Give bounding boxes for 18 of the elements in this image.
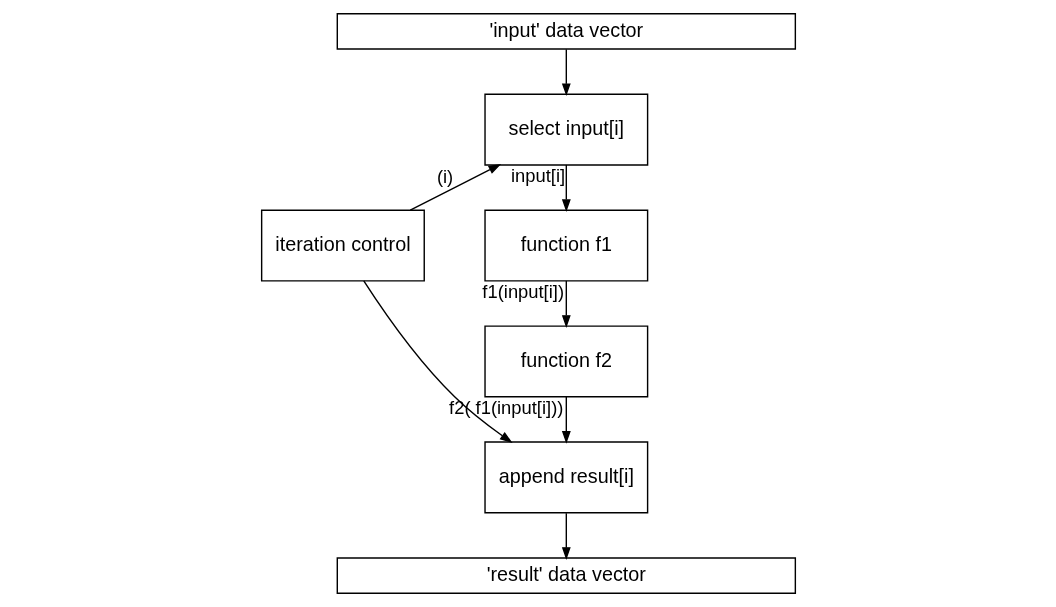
node-box: append result[i]	[483, 441, 648, 514]
node-box: 'input' data vector	[336, 12, 796, 50]
edge-label: f2( f1(input[i]))	[448, 397, 563, 419]
arrow	[561, 512, 571, 560]
node-box: iteration control	[260, 209, 425, 282]
edge-label: (i)	[436, 165, 453, 187]
node-box: function f1	[483, 209, 648, 282]
edge-label: input[i]	[510, 165, 565, 187]
node-box: 'result' data vector	[336, 557, 796, 595]
arrow	[561, 164, 571, 212]
arrow	[561, 48, 571, 97]
arrow	[409, 164, 501, 211]
arrow	[561, 280, 571, 328]
node-box: select input[i]	[483, 93, 648, 166]
edge-label: f1(input[i])	[481, 281, 564, 303]
arrow	[561, 396, 571, 444]
node-box: function f2	[483, 325, 648, 398]
arrow	[362, 280, 513, 443]
